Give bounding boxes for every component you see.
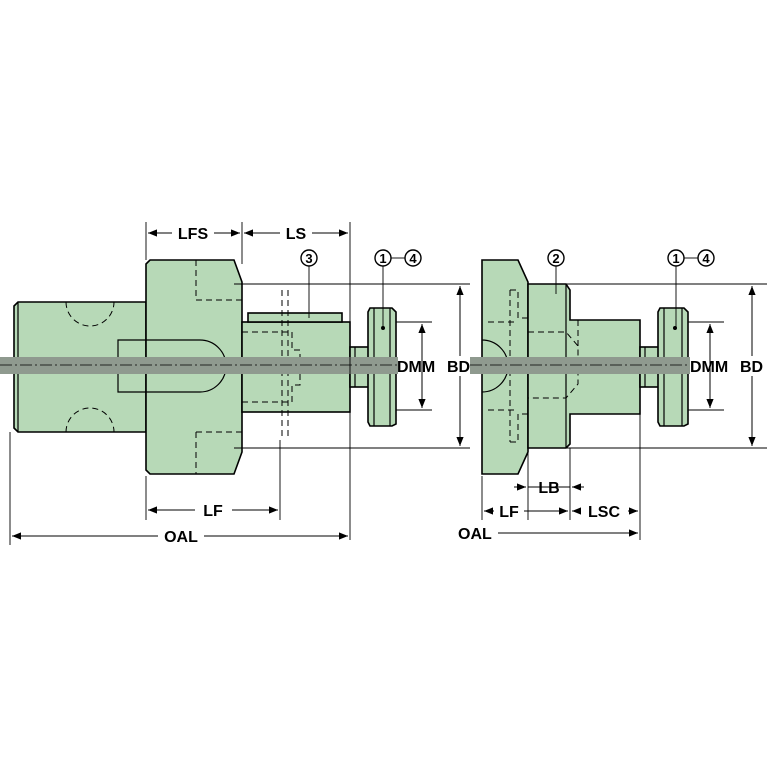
left-lf-label: LF: [203, 503, 223, 520]
left-axis-band: [0, 357, 398, 374]
right-lb-label: LB: [538, 480, 559, 497]
right-oal-label: OAL: [458, 526, 492, 543]
left-bd-label: BD: [447, 359, 470, 376]
right-axis-band: [470, 357, 690, 374]
callout-2-circle: [547, 249, 565, 267]
callout-2-label: 2: [552, 251, 559, 266]
left-view: LFS LS LF OAL DMM BD 3 1 4: [0, 222, 475, 546]
callout-1-label-right: 1: [672, 251, 679, 266]
right-dmm-label: DMM: [690, 359, 728, 376]
callout-1-label-left: 1: [379, 251, 386, 266]
right-lsc-label: LSC: [588, 504, 620, 521]
callout-4-circle-left: [404, 249, 422, 267]
callout-4-circle-right: [697, 249, 715, 267]
right-bd-label: BD: [740, 359, 763, 376]
right-view: LB LF LSC OAL DMM BD 2 1 4: [458, 249, 767, 543]
callout-3-circle: [300, 249, 318, 267]
left-dmm-label: DMM: [397, 359, 435, 376]
left-lfs-label: LFS: [178, 226, 209, 243]
callout-4-label-right: 4: [702, 251, 710, 266]
callout-3-label: 3: [305, 251, 312, 266]
left-ls-label: LS: [286, 226, 307, 243]
right-lf-label: LF: [499, 504, 519, 521]
callout-4-label-left: 4: [409, 251, 417, 266]
left-oal-label: OAL: [164, 529, 198, 546]
